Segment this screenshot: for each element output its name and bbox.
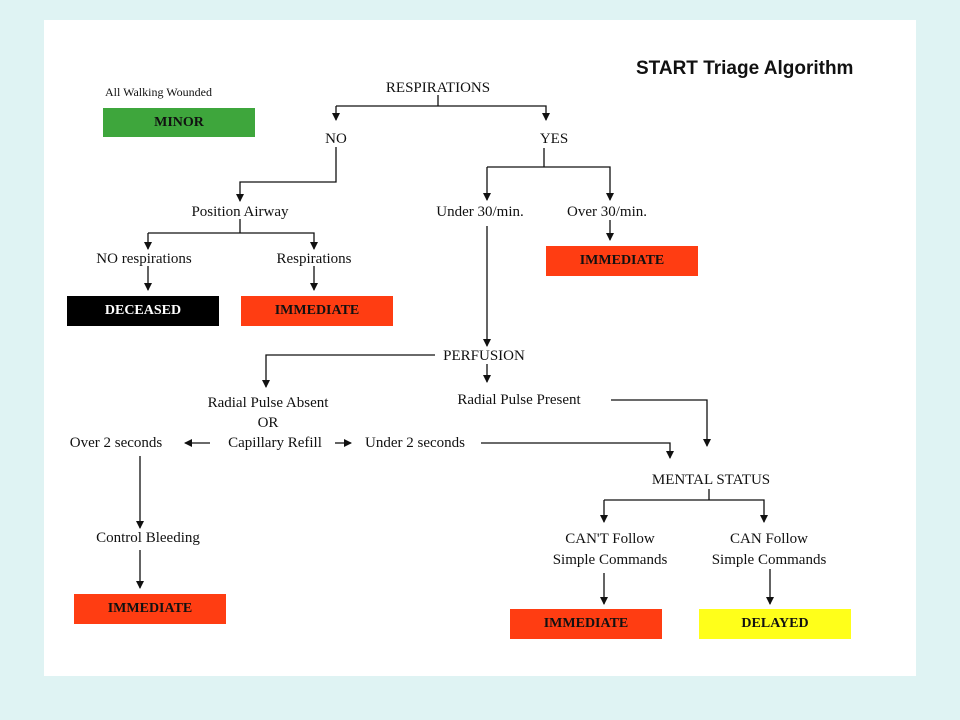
node-radial-present: Radial Pulse Present xyxy=(457,392,581,408)
node-under-30: Under 30/min. xyxy=(436,204,524,220)
node-perfusion: PERFUSION xyxy=(443,348,525,364)
cant-follow-line-2: Simple Commands xyxy=(552,552,668,568)
diagram-title: START Triage Algorithm xyxy=(636,58,854,79)
node-radial-absent: Radial Pulse Absent xyxy=(207,395,329,411)
flowchart-connectors xyxy=(136,95,774,605)
node-position-airway: Position Airway xyxy=(191,204,289,220)
cant-follow-line-1: CAN'T Follow xyxy=(565,531,655,547)
can-follow-line-1: CAN Follow xyxy=(730,531,808,547)
node-control-bleeding: Control Bleeding xyxy=(96,530,200,546)
node-no-respirations: NO respirations xyxy=(96,251,192,267)
arrow-under-2-to-mental xyxy=(481,442,674,459)
node-over-2-seconds: Over 2 seconds xyxy=(69,435,163,451)
outcome-minor: MINOR xyxy=(103,108,255,137)
node-respirations: RESPIRATIONS xyxy=(385,80,491,96)
node-cant-follow: CAN'T Follow Simple Commands xyxy=(553,529,668,571)
can-follow-line-2: Simple Commands xyxy=(711,552,827,568)
node-mental-status: MENTAL STATUS xyxy=(651,472,771,488)
label-walking-wounded: All Walking Wounded xyxy=(105,85,212,99)
arrow-to-can-follow xyxy=(604,499,768,523)
node-under-2-seconds: Under 2 seconds xyxy=(365,435,465,451)
outcome-immediate-airway: IMMEDIATE xyxy=(241,296,393,326)
arrow-to-radial-absent xyxy=(262,354,435,388)
outcome-immediate-perfusion: IMMEDIATE xyxy=(74,594,226,624)
diagram-canvas: START Triage Algorithm All Walking Wound… xyxy=(44,20,916,676)
node-no: NO xyxy=(325,131,347,147)
arrow-to-yes xyxy=(336,105,550,121)
node-capillary-refill: Capillary Refill xyxy=(228,435,322,451)
outcome-immediate-rate: IMMEDIATE xyxy=(546,246,698,276)
node-or: OR xyxy=(257,415,279,431)
arrow-no-to-airway xyxy=(236,147,337,202)
node-respirations-after-airway: Respirations xyxy=(276,251,352,267)
node-can-follow: CAN Follow Simple Commands xyxy=(712,529,827,571)
outcome-deceased: DECEASED xyxy=(67,296,219,326)
outcome-delayed: DELAYED xyxy=(699,609,851,639)
node-over-30: Over 30/min. xyxy=(567,204,647,220)
arrow-radial-present-to-mental xyxy=(611,399,711,447)
arrow-to-respirations xyxy=(148,232,318,250)
outcome-immediate-mental: IMMEDIATE xyxy=(510,609,662,639)
arrow-to-over-30 xyxy=(487,166,614,201)
node-yes: YES xyxy=(539,131,569,147)
